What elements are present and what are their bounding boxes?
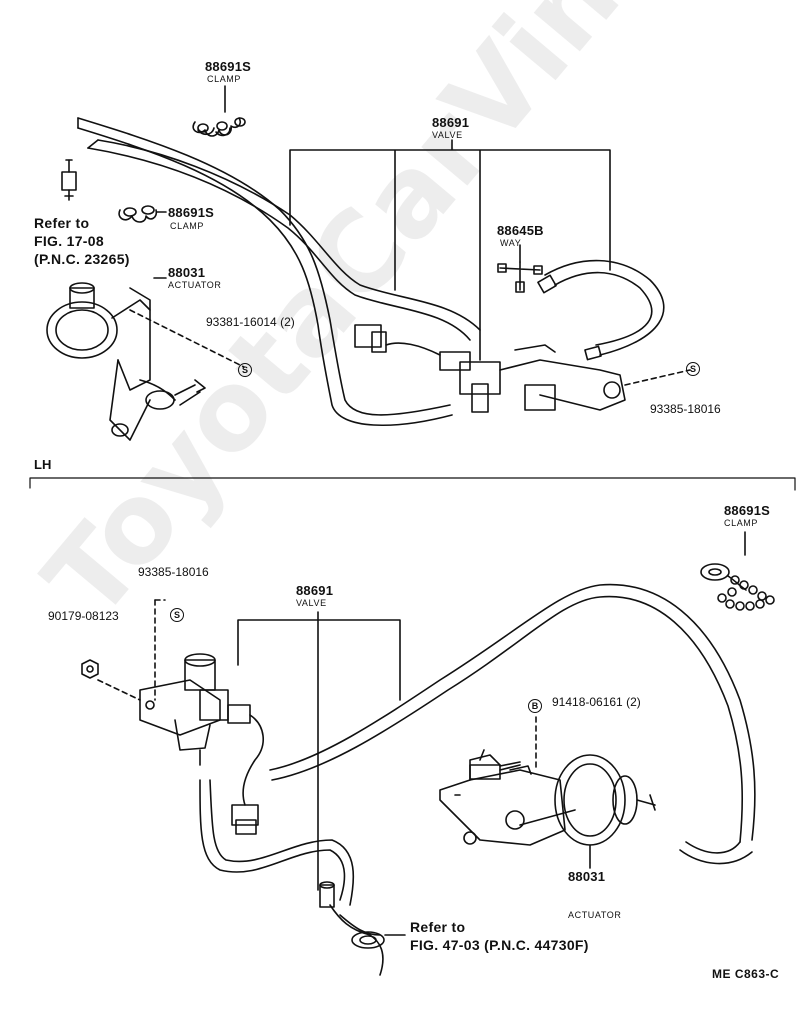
clamp-b-part-number: 88691S bbox=[168, 205, 215, 220]
hose-tip bbox=[77, 117, 99, 149]
hose-end-right bbox=[679, 841, 753, 865]
way-part-number: 88645B bbox=[497, 223, 544, 238]
ref1-line3: (P.N.C. 23265) bbox=[34, 251, 130, 267]
valve-bottom-name: VALVE bbox=[296, 598, 327, 608]
screw2-mark-icon: S bbox=[686, 362, 700, 376]
actuator-top-icon bbox=[46, 282, 206, 441]
clamp-a-icon bbox=[192, 85, 246, 137]
hose-loop-inner bbox=[554, 271, 653, 346]
ref1-line1: Refer to bbox=[34, 215, 90, 231]
clamp-a-name: CLAMP bbox=[207, 74, 242, 84]
valve-top-part-number: 88691 bbox=[432, 115, 470, 130]
way-name: WAY bbox=[500, 238, 522, 248]
actuator-bottom-icon bbox=[439, 749, 656, 846]
clamp-b-icon bbox=[118, 205, 167, 223]
valve-top-leader bbox=[289, 139, 611, 361]
clamp-a-part-number: 88691S bbox=[205, 59, 252, 74]
nut-icon bbox=[81, 659, 99, 679]
clamp-bottom-name: CLAMP bbox=[724, 518, 759, 528]
hose-long-inner bbox=[271, 595, 744, 843]
clamp-bottom-part-number: 88691S bbox=[724, 503, 771, 518]
way-joint-icon bbox=[497, 244, 543, 293]
ref2-line1: Refer to bbox=[410, 919, 466, 935]
actuator-top-part-number: 88031 bbox=[168, 265, 206, 280]
hose-main-inner bbox=[77, 127, 453, 427]
ref2-line2: FIG. 47-03 (P.N.C. 44730F) bbox=[410, 937, 589, 953]
ref1-line2: FIG. 17-08 bbox=[34, 233, 104, 249]
screw2-part-number: 93385-18016 bbox=[650, 402, 721, 416]
bolt-part-number: 91418-06161 (2) bbox=[552, 695, 641, 709]
bolt-mark-icon: B bbox=[528, 699, 542, 713]
actuator-bottom-part-number: 88031 bbox=[568, 869, 606, 884]
clamp-bottom-icon bbox=[700, 531, 775, 611]
valve-top-icon bbox=[354, 324, 626, 413]
hose-lower-outer bbox=[199, 779, 346, 901]
screw-bottom-part-number: 93385-18016 bbox=[138, 565, 209, 579]
section-bracket bbox=[29, 477, 796, 491]
screw1-mark-icon: S bbox=[238, 363, 252, 377]
fitting-bottom-icon bbox=[319, 881, 406, 976]
hose-lower-inner bbox=[209, 779, 355, 906]
actuator-top-name: ACTUATOR bbox=[168, 280, 222, 290]
section-label-lh: LH bbox=[34, 457, 52, 472]
valve-bottom-part-number: 88691 bbox=[296, 583, 334, 598]
fitting-icon bbox=[61, 159, 77, 201]
screw-bottom-mark-icon: S bbox=[170, 608, 184, 622]
hose-upper-inner bbox=[87, 147, 471, 341]
footer-code: ME C863-C bbox=[712, 967, 780, 981]
nut-part-number: 90179-08123 bbox=[48, 609, 119, 623]
valve-bottom-leader bbox=[237, 611, 401, 891]
valve-top-name: VALVE bbox=[432, 130, 463, 140]
hose-loop bbox=[544, 259, 665, 356]
screw1-part-number: 93381-16014 (2) bbox=[206, 315, 295, 329]
hose-upper-outer bbox=[97, 139, 481, 331]
hose-long-outer bbox=[269, 583, 756, 841]
hose-main-outer bbox=[77, 117, 451, 416]
actuator-bottom-name: ACTUATOR bbox=[568, 910, 622, 920]
valve-bottom-icon bbox=[139, 653, 264, 835]
clamp-b-name: CLAMP bbox=[170, 221, 205, 231]
